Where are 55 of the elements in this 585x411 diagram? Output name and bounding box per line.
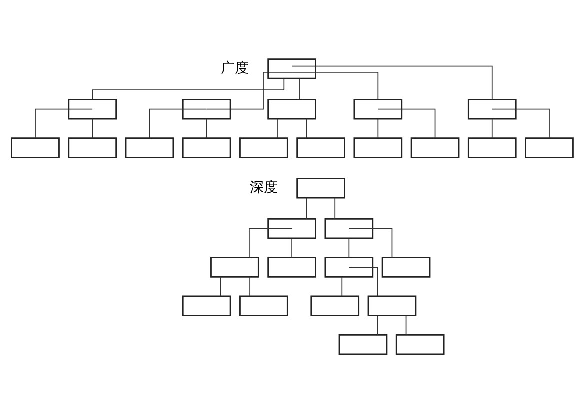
connector [220, 276, 222, 296]
node-box [468, 137, 517, 158]
node-box [368, 295, 417, 316]
node-box [382, 256, 431, 278]
node-box [354, 98, 403, 120]
node-box [268, 218, 316, 239]
node-box [338, 334, 388, 355]
node-box [268, 98, 316, 120]
connector [206, 118, 208, 138]
connector [92, 78, 285, 100]
node-box [296, 178, 346, 198]
connector [492, 118, 493, 138]
node-box [182, 295, 232, 316]
node-box [324, 256, 374, 278]
connector [292, 65, 493, 100]
node-box [268, 256, 316, 278]
connector [377, 314, 378, 336]
node-box [268, 58, 316, 79]
node-box [240, 295, 288, 316]
connector [149, 108, 208, 138]
node-box [354, 137, 403, 158]
node-box [210, 256, 260, 278]
connector [92, 118, 94, 138]
connector [348, 228, 393, 258]
connector [306, 197, 307, 220]
connector [334, 197, 336, 220]
node-box [410, 137, 460, 158]
label: 广度 [220, 60, 249, 76]
node-box [182, 137, 232, 158]
node-box [182, 98, 232, 120]
node-box [68, 98, 118, 120]
connector [378, 108, 436, 138]
connector [342, 276, 343, 296]
connector [348, 266, 378, 296]
node-box [525, 137, 574, 158]
connector [306, 118, 307, 138]
node-box [296, 137, 346, 158]
connector [292, 72, 379, 100]
connector [35, 108, 94, 138]
node-box [240, 137, 288, 158]
node-box [125, 137, 174, 158]
connector [406, 314, 407, 336]
node-box [310, 295, 360, 316]
connector [249, 228, 292, 258]
connector [249, 276, 250, 296]
node-box [68, 137, 118, 158]
node-box [324, 218, 374, 239]
connector [492, 108, 550, 138]
node-box [468, 98, 517, 120]
node-box [11, 137, 60, 158]
connector [206, 72, 292, 110]
label: 深度 [250, 179, 278, 196]
node-box [396, 334, 445, 355]
connector [378, 118, 379, 138]
connector [348, 238, 350, 258]
